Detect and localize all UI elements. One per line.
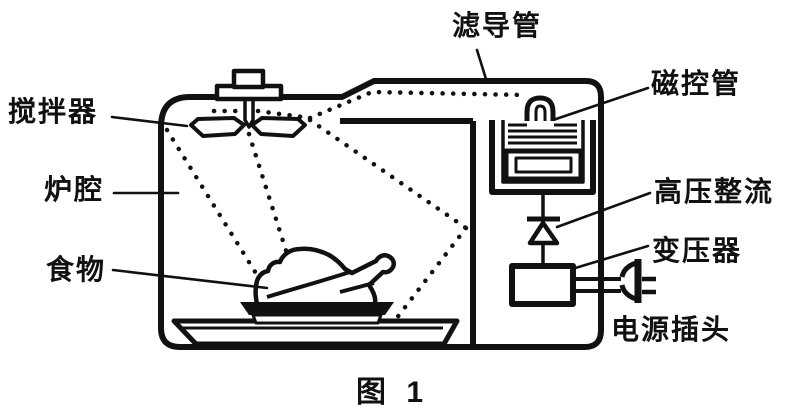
stirrer-assembly — [189, 68, 307, 138]
figure-caption: 图 1 — [356, 376, 430, 409]
magnetron-body-inner — [514, 156, 573, 174]
stirrer-motor-top — [231, 68, 266, 90]
stirrer-shaft — [243, 99, 255, 129]
label-magnetron: 磁控管 — [651, 68, 742, 99]
plate-base — [251, 313, 383, 325]
magnetron-fins — [508, 123, 577, 145]
stirrer-blade-right — [250, 116, 307, 138]
transformer-box — [509, 263, 576, 307]
leader-magnetron — [554, 86, 650, 121]
label-stirrer: 搅拌器 — [8, 96, 99, 127]
leader-transformer — [570, 244, 650, 271]
microwave-rays — [164, 117, 469, 322]
microwave-ray-center — [246, 131, 292, 263]
label-food: 食物 — [46, 254, 107, 285]
label-waveguide: 滤导管 — [452, 10, 543, 41]
rectifier-diode — [527, 192, 560, 266]
microwave-ray-right-down — [307, 117, 469, 231]
food-on-plate — [240, 246, 397, 325]
waveguide-dotted-path — [211, 89, 526, 121]
magnetron-dome — [524, 95, 556, 121]
leader-waveguide — [475, 48, 488, 81]
label-transformer: 变压器 — [652, 235, 743, 266]
microwave-ray-left — [164, 127, 265, 286]
plug-flare-top — [619, 260, 637, 278]
microwave-ray-reflected — [393, 225, 469, 322]
label-plug: 电源插头 — [611, 314, 732, 345]
label-cavity: 炉腔 — [44, 174, 105, 205]
plate-rim — [240, 302, 394, 315]
plug-flare-bottom — [619, 284, 637, 302]
leader-food — [111, 268, 269, 290]
stirrer-blade-left — [189, 116, 246, 138]
leader-rectifier — [555, 191, 652, 229]
chicken-leg-line — [339, 281, 375, 294]
leader-lines — [110, 48, 652, 290]
magnetron-body — [503, 148, 584, 182]
chicken-wing-line — [266, 270, 351, 299]
label-rectifier: 高压整流 — [654, 176, 775, 207]
leader-stirrer — [110, 115, 189, 128]
power-plug-assembly — [573, 259, 656, 303]
magnetron-dome-slot — [534, 104, 547, 121]
